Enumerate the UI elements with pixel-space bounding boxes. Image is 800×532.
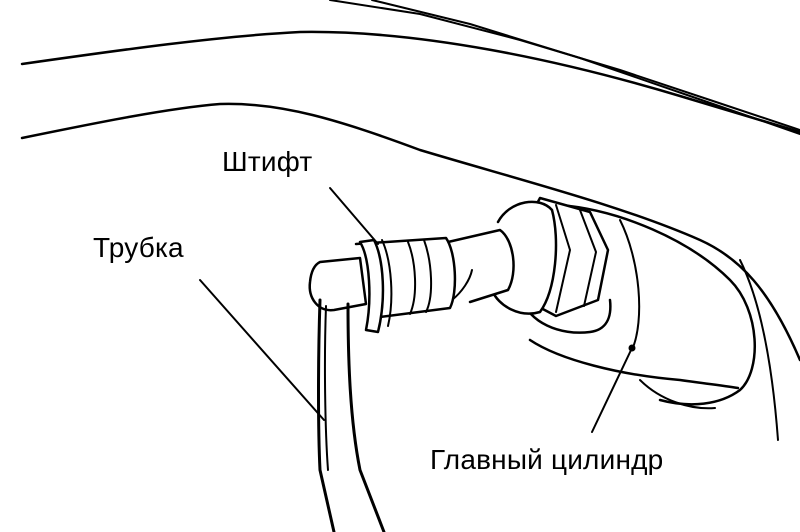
body-panel-lines — [20, 0, 800, 441]
label-master-cylinder: Главный цилиндр — [430, 444, 664, 475]
label-pin: Штифт — [222, 146, 313, 177]
leader-line-master-cylinder — [591, 347, 633, 433]
leader-dot-master-cylinder — [628, 344, 636, 352]
connector — [354, 236, 457, 334]
tube — [308, 256, 386, 532]
union-pipe — [446, 228, 515, 304]
leader-line-tube — [199, 279, 325, 421]
leader-line-pin — [329, 187, 379, 245]
label-tube: Трубка — [93, 232, 184, 263]
master-cylinder — [490, 196, 756, 410]
